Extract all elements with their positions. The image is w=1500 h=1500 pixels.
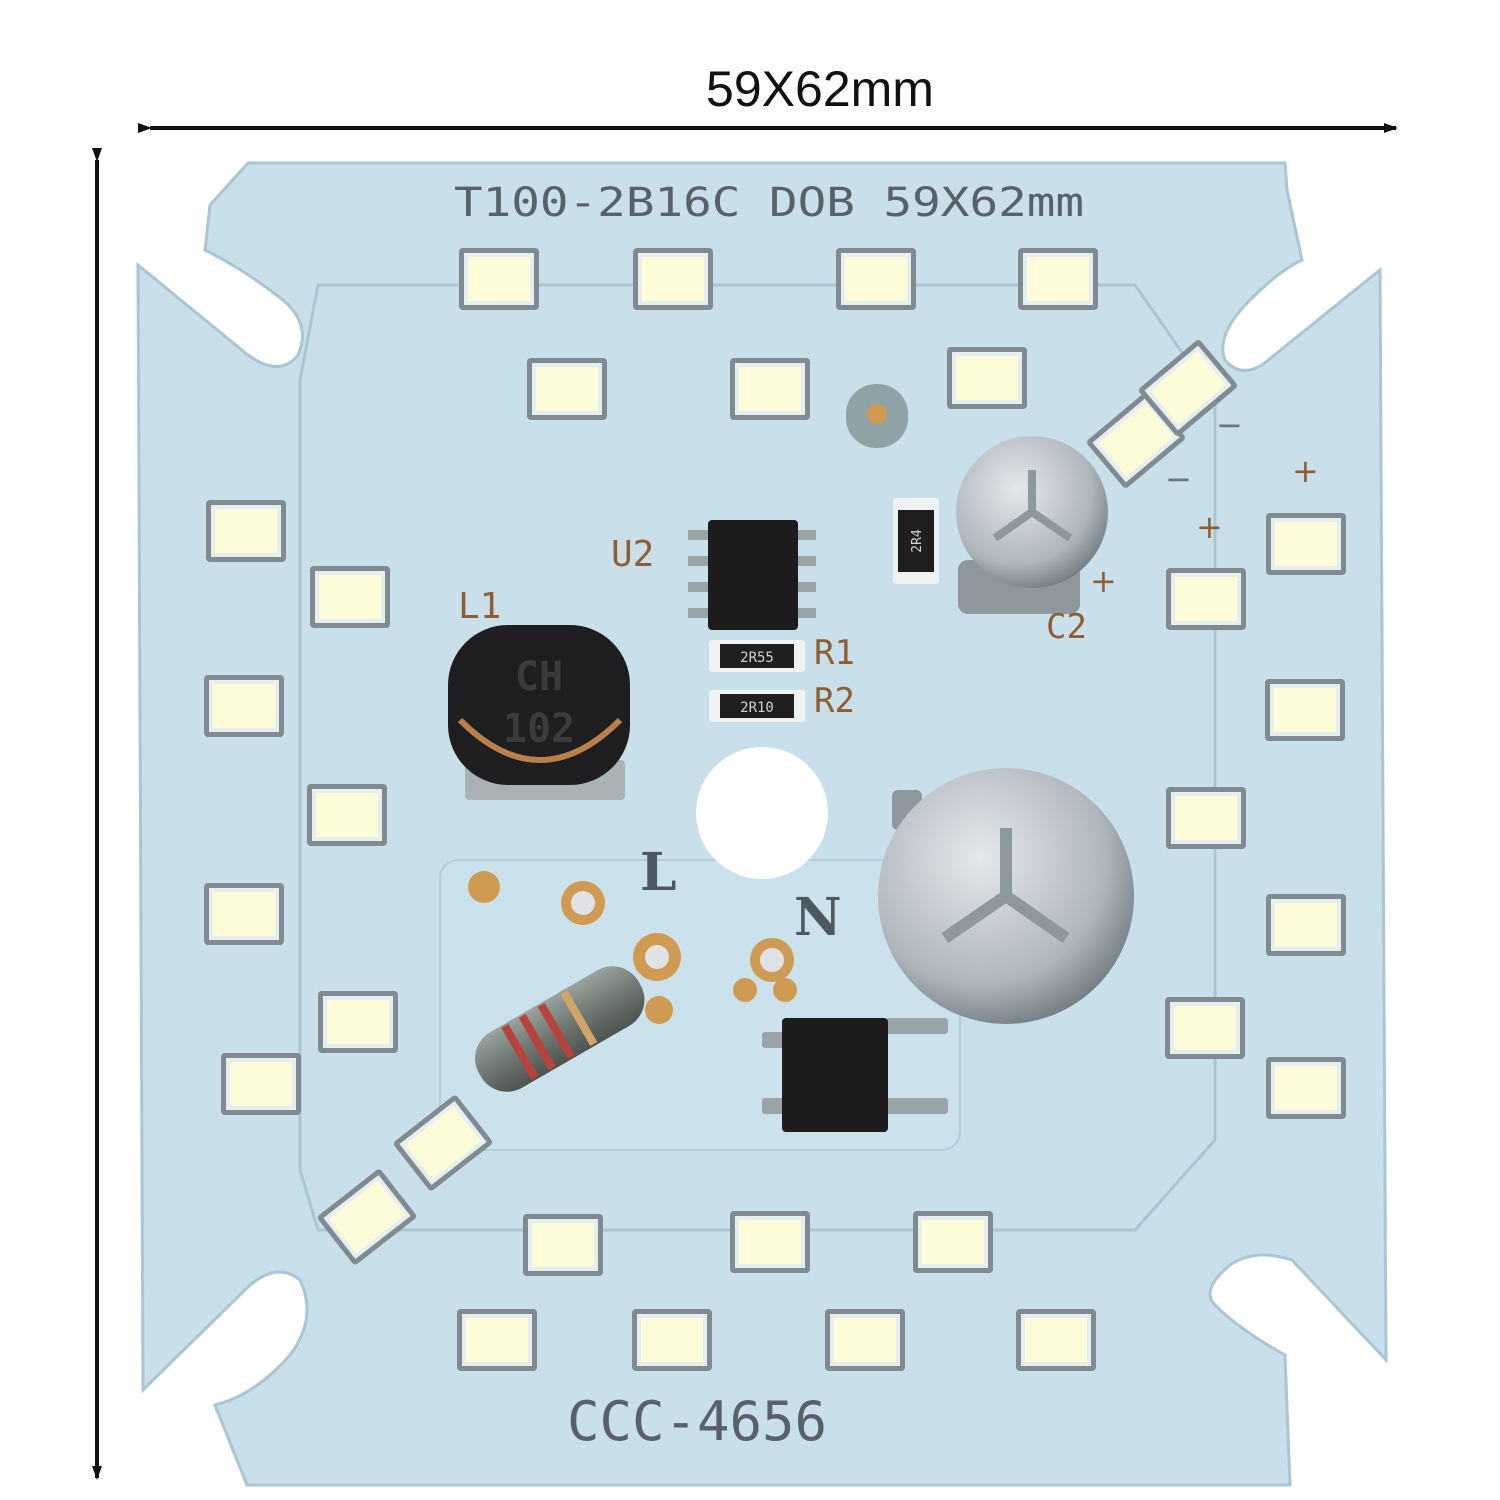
led-27	[730, 1211, 810, 1273]
led-6	[730, 358, 810, 420]
label-plus-c: +	[1292, 452, 1319, 490]
led-20	[1165, 997, 1245, 1059]
led-1	[459, 248, 539, 310]
led-18	[1166, 787, 1246, 849]
chip-u2	[688, 520, 816, 630]
resistor-small-code: 2R4	[910, 529, 925, 553]
inner-zone	[298, 283, 1217, 1232]
led-5	[527, 358, 607, 420]
dimension-label: 59X62mm	[706, 61, 934, 117]
label-l1: L1	[458, 586, 501, 627]
led-21	[1266, 1057, 1346, 1119]
led-28	[913, 1211, 993, 1273]
label-r1: R1	[814, 633, 855, 673]
led-32	[1016, 1309, 1096, 1371]
led-25	[318, 1169, 416, 1265]
led-29	[457, 1309, 537, 1371]
capacitor-large	[878, 768, 1134, 1024]
resistor-small: 2R4	[893, 498, 939, 584]
led-array	[204, 248, 1346, 1371]
fuse-resistor	[475, 966, 645, 1092]
top-marking: T100-2B16C DOB 59X62mm	[454, 180, 1084, 226]
label-u2: U2	[611, 534, 654, 575]
label-minus-a: −	[1165, 460, 1192, 498]
resistor-r2: 2R10	[709, 690, 805, 722]
label-plus-a: +	[1090, 562, 1117, 600]
led-11	[307, 784, 387, 846]
led-2	[633, 248, 713, 310]
led-17	[1265, 679, 1345, 741]
led-16	[1166, 568, 1246, 630]
resistor-r1-code: 2R55	[740, 650, 774, 666]
label-live: L	[640, 842, 677, 903]
resistor-r1: 2R55	[709, 640, 805, 672]
led-26	[523, 1214, 603, 1276]
led-23	[1139, 340, 1237, 436]
bridge-rectifier	[762, 1018, 948, 1132]
led-13	[318, 991, 398, 1053]
mounting-hole	[696, 747, 828, 879]
label-minus-b: −	[1216, 406, 1243, 444]
led-8	[206, 500, 286, 562]
test-pad	[846, 384, 908, 448]
inductor-l1: CH 102	[448, 625, 630, 800]
bottom-marking: CCC-4656	[567, 1390, 827, 1453]
led-15	[1266, 513, 1346, 575]
led-14	[221, 1053, 301, 1115]
led-24	[394, 1095, 492, 1191]
led-7	[947, 347, 1027, 409]
label-plus-b: +	[1196, 508, 1223, 546]
resistor-r2-code: 2R10	[740, 700, 774, 716]
capacitor-c2	[956, 436, 1108, 614]
led-3	[836, 248, 916, 310]
led-12	[204, 883, 284, 945]
led-4	[1018, 248, 1098, 310]
inductor-marking-1: CH	[515, 654, 563, 700]
led-19	[1266, 894, 1346, 956]
label-r2: R2	[814, 681, 855, 721]
label-neutral: N	[794, 887, 842, 948]
led-9	[310, 566, 390, 628]
inductor-marking-2: 102	[503, 706, 575, 752]
label-c2: C2	[1046, 607, 1087, 647]
solder-joints	[571, 891, 784, 972]
led-10	[204, 675, 284, 737]
led-31	[825, 1309, 905, 1371]
led-30	[632, 1309, 712, 1371]
